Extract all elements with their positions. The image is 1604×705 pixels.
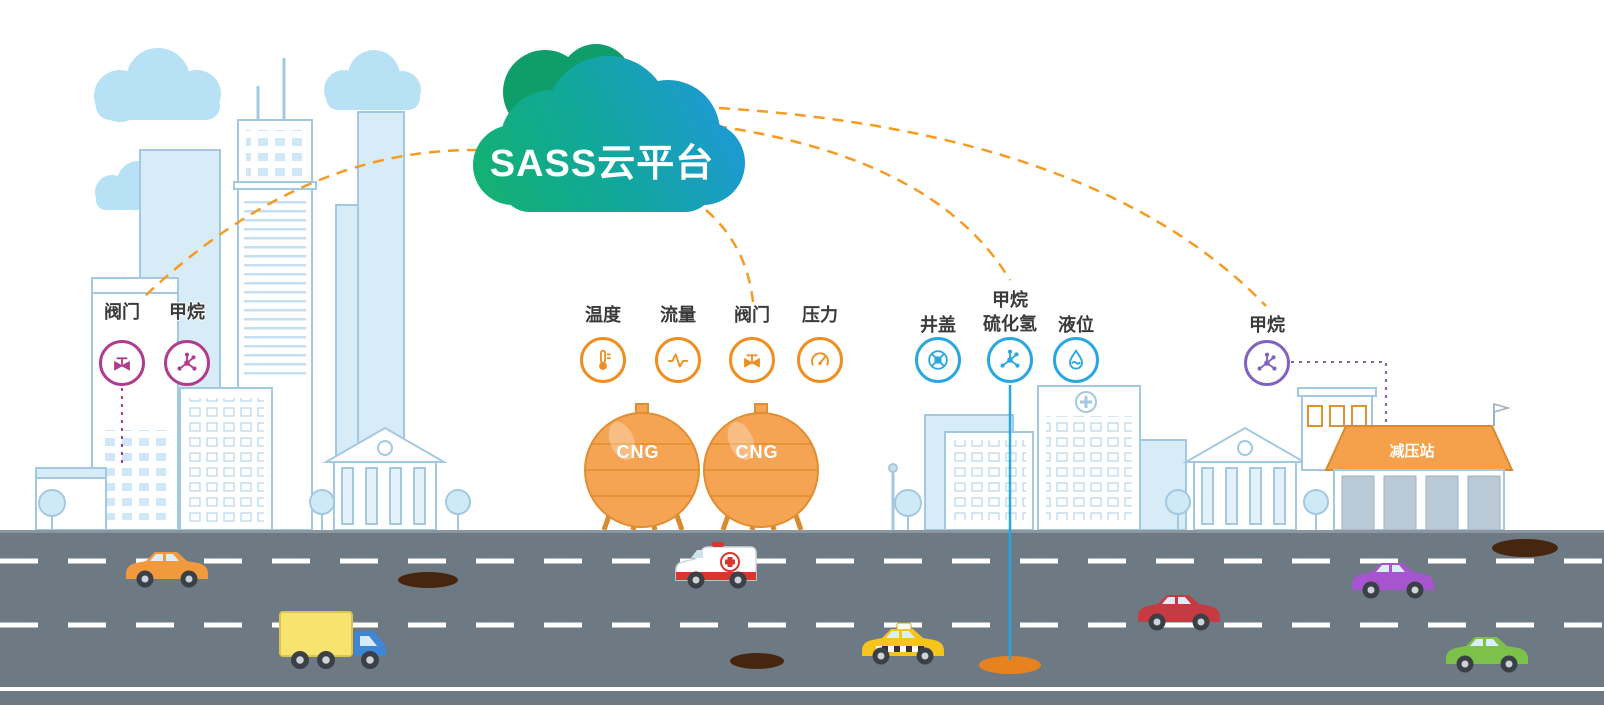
temperature-icon: [599, 349, 611, 370]
valve-icon: [114, 357, 130, 371]
flow-icon: [667, 353, 689, 368]
cloud-connection-arcs: [142, 106, 1267, 323]
orange-car: [126, 552, 208, 588]
red-car: [1138, 595, 1220, 631]
methane-icon: [177, 352, 197, 371]
sensor-label-liquid-level: 液位: [1058, 315, 1094, 335]
cng-tank-label: CNG: [616, 442, 660, 462]
sensor-label-methane: 甲烷: [1249, 315, 1285, 335]
pressure-sensor: [797, 337, 843, 383]
road-patch: [398, 572, 458, 588]
sky-cloud-left: [94, 48, 221, 122]
arc-to-manhole-sensors: [715, 124, 1012, 281]
methane-icon: [1257, 352, 1277, 371]
purple-car: [1352, 563, 1434, 599]
temperature-sensor: [580, 337, 626, 383]
cloud-platform-title: SASS云平台: [489, 143, 715, 185]
sensor-label-flow: 流量: [660, 305, 696, 325]
arc-to-building-sensors: [142, 148, 479, 299]
cng-tank-label: CNG: [735, 442, 779, 462]
pressure-station-label: 减压站: [1389, 443, 1435, 460]
valve-sensor: [99, 340, 145, 386]
skyline-left: [35, 58, 471, 531]
tree: [1303, 489, 1329, 530]
road-patch: [730, 653, 784, 669]
green-car: [1446, 637, 1528, 673]
sky-cloud-mid: [324, 50, 421, 110]
liquid-level-icon: [1069, 348, 1083, 370]
skyline-right: [888, 385, 1329, 531]
gas-molecule-sensor: [987, 337, 1033, 383]
manhole-cover-icon: [928, 350, 948, 370]
sensor-label-methane: 甲烷: [169, 302, 205, 322]
tree: [38, 489, 66, 530]
sensor-label-hydrogen-sulfide: 硫化氢: [983, 314, 1037, 334]
cng-tank-2: [703, 403, 819, 531]
methane-sensor: [164, 340, 210, 386]
valve-icon: [744, 354, 760, 368]
delivery-truck: [279, 611, 386, 669]
sensor-label-valve: 阀门: [104, 302, 140, 322]
gas-molecule-icon: [1000, 349, 1020, 368]
manhole-cover: [979, 656, 1041, 674]
sensor-label-manhole-cover: 井盖: [920, 315, 956, 335]
sass-cloud: [473, 44, 745, 212]
flag-icon: [1493, 403, 1511, 413]
pressure-icon: [811, 352, 829, 366]
street-lamp: [888, 463, 898, 530]
tree: [894, 489, 922, 530]
sensor-label-temperature: 温度: [585, 305, 621, 325]
liquid-level-sensor: [1053, 337, 1099, 383]
tree: [309, 489, 335, 530]
sensor-connectors: [121, 361, 1387, 660]
road: [0, 530, 1604, 705]
manhole-cover-sensor: [915, 337, 961, 383]
sensor-label-pressure: 压力: [802, 305, 838, 325]
sensor-label-methane: 甲烷: [992, 290, 1028, 310]
ambulance: [675, 542, 757, 589]
tree: [445, 489, 471, 530]
cng-tank-1: [584, 403, 700, 531]
sensor-label-valve: 阀门: [734, 305, 770, 325]
arc-to-station-sensors: [718, 106, 1267, 307]
valve-sensor: [729, 337, 775, 383]
flow-sensor: [655, 337, 701, 383]
methane-sensor: [1244, 340, 1290, 386]
road-patch: [1492, 539, 1558, 557]
arc-to-cng-sensors: [705, 209, 756, 323]
vehicles: [126, 542, 1528, 673]
taxi: [862, 622, 944, 665]
pressure-reduction-station: [1297, 387, 1514, 531]
tree: [1165, 489, 1191, 530]
